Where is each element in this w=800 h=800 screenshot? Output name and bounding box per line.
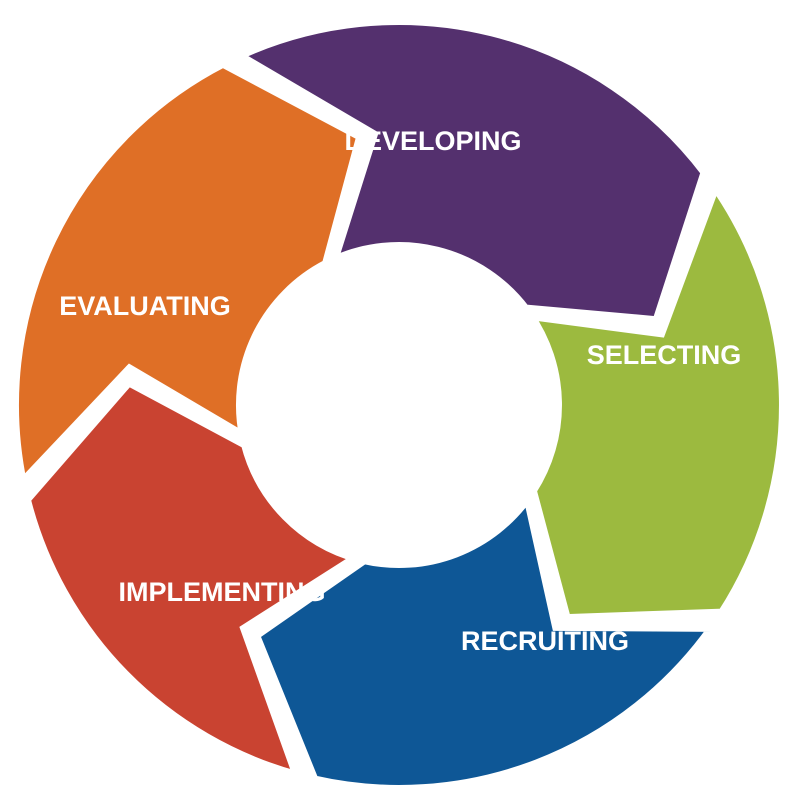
cycle-labels: DEVELOPING SELECTING RECRUITING IMPLEMENTIN… <box>59 126 741 656</box>
center-circle <box>241 247 557 563</box>
label-implementing: IMPLEMENTING <box>119 577 326 607</box>
label-recruiting: RECRUITING <box>461 626 629 656</box>
label-evaluating: EVALUATING <box>59 291 231 321</box>
segment-recruiting <box>248 483 724 795</box>
label-developing: DEVELOPING <box>344 126 521 156</box>
label-selecting: SELECTING <box>587 340 742 370</box>
